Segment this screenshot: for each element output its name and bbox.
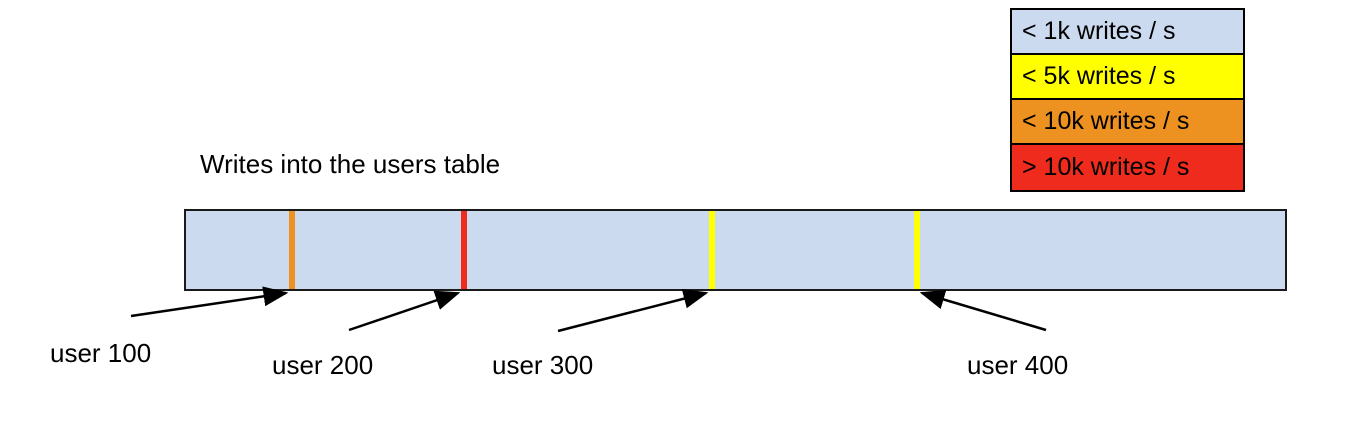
legend: < 1k writes / s < 5k writes / s < 10k wr… [1010, 8, 1245, 192]
legend-item-high: < 10k writes / s [1012, 100, 1243, 145]
legend-item-label: < 10k writes / s [1022, 107, 1190, 135]
legend-item-label: < 5k writes / s [1022, 62, 1176, 90]
callout-label-user-300: user 300 [492, 350, 594, 380]
legend-item-label: > 10k writes / s [1022, 153, 1190, 181]
chart-title: Writes into the users table [200, 149, 501, 179]
callout-label-user-400: user 400 [967, 350, 1069, 380]
callout-label-user-200: user 200 [272, 350, 374, 380]
marker-user-300 [709, 211, 715, 289]
legend-item-low: < 1k writes / s [1012, 10, 1243, 55]
arrow-user-300 [557, 288, 709, 333]
marker-user-200 [461, 211, 467, 289]
legend-item-very-high: > 10k writes / s [1012, 145, 1243, 190]
marker-user-100 [289, 211, 295, 289]
marker-user-400 [914, 211, 920, 289]
legend-item-label: < 1k writes / s [1022, 17, 1176, 45]
users-table-keyspace-bar [184, 209, 1287, 291]
arrow-user-100 [130, 286, 289, 318]
arrow-user-200 [348, 290, 461, 332]
callout-label-user-100: user 100 [50, 338, 152, 368]
legend-item-medium: < 5k writes / s [1012, 55, 1243, 100]
arrow-user-400 [919, 289, 1047, 332]
